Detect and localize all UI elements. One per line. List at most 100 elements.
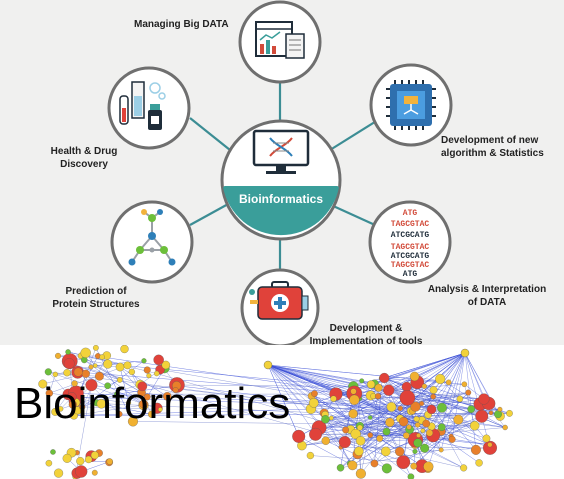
network-node — [467, 405, 476, 413]
network-node — [470, 421, 480, 431]
network-node — [153, 354, 164, 366]
network-node — [478, 393, 490, 405]
network-node — [413, 438, 423, 448]
network-node — [330, 395, 337, 402]
network-node — [355, 468, 366, 479]
network-node — [399, 390, 416, 406]
network-node — [309, 427, 322, 441]
node-tools — [240, 268, 320, 345]
network-node — [172, 387, 179, 393]
network-node — [366, 380, 376, 389]
network-node — [99, 354, 105, 360]
network-node — [104, 382, 111, 390]
label-line: Protein Structures — [52, 299, 140, 310]
label-line: Analysis & Interpretation — [427, 284, 547, 295]
network-node — [370, 459, 379, 468]
label-line: Discovery — [60, 159, 108, 170]
label-algorithm: Development of new algorithm & Statistic… — [441, 134, 561, 160]
network-node — [426, 404, 437, 415]
network-node — [342, 426, 350, 434]
network-node — [80, 347, 91, 358]
diagram-svg: Bioinformatics — [107, 0, 453, 345]
connector-analysis — [330, 203, 376, 227]
sequence-line: ATCGCATG — [391, 231, 430, 240]
network-node — [383, 384, 395, 396]
network-node — [381, 446, 391, 457]
network-node — [92, 345, 99, 351]
network-node — [311, 390, 318, 397]
network-node — [461, 381, 468, 388]
network-node — [412, 448, 418, 454]
network-node — [386, 402, 397, 412]
network-node — [445, 379, 452, 386]
network-node — [54, 468, 64, 478]
label-line: Prediction of — [65, 286, 127, 297]
network-node — [488, 410, 494, 416]
label-line: Development & — [329, 323, 403, 334]
network-node — [321, 436, 330, 445]
network-node — [79, 403, 86, 410]
label-big-data: Managing Big DATA — [134, 18, 254, 31]
label-line: of DATA — [467, 297, 507, 308]
sequence-line: TAGCGTAC — [391, 261, 430, 270]
sequence-line: TAGCGTAC — [391, 243, 430, 252]
network-node — [420, 428, 426, 434]
network-node — [103, 359, 113, 369]
network-node — [403, 432, 410, 439]
network-node — [347, 460, 358, 471]
network-node — [153, 370, 160, 377]
connector-algorithm — [329, 119, 379, 151]
medical-kit-icon — [249, 281, 309, 320]
network-node — [367, 432, 374, 438]
sequence-line: TAGCGTAC — [391, 220, 430, 229]
network-node — [45, 459, 53, 467]
network-node — [410, 401, 421, 412]
sequence-line: ATCGCATG — [391, 252, 430, 261]
network-node — [52, 371, 58, 378]
network-node — [146, 373, 152, 379]
network-node — [475, 409, 489, 423]
network-graph — [38, 345, 513, 479]
network-node — [421, 383, 427, 389]
network-node — [456, 395, 464, 403]
network-node — [306, 451, 315, 460]
network-node — [292, 429, 306, 443]
node-algorithm — [369, 63, 453, 147]
network-node — [497, 406, 503, 412]
label-tools: Development & Implementation of tools — [304, 322, 428, 348]
network-node — [50, 449, 56, 455]
network-node — [437, 423, 446, 431]
network-node — [355, 436, 366, 446]
network-node — [96, 399, 107, 409]
network-node — [395, 446, 405, 457]
network-node — [116, 377, 123, 383]
network-node — [350, 428, 361, 440]
network-node — [460, 464, 468, 472]
network-node — [76, 457, 85, 466]
network-node — [430, 393, 436, 400]
label-line: algorithm & Statistics — [441, 148, 544, 159]
node-big-data — [238, 0, 322, 84]
lab-flask-icon — [119, 81, 166, 130]
network-banner — [0, 345, 564, 479]
network-node — [93, 363, 98, 368]
network-node — [423, 461, 434, 472]
network-node — [482, 440, 497, 455]
network-node — [139, 399, 148, 409]
network-node — [321, 415, 330, 424]
label-analysis: Analysis & Interpretation of DATA — [424, 283, 550, 309]
sequence-line: ATG — [403, 209, 418, 218]
network-node — [368, 415, 373, 420]
network-node — [506, 410, 513, 417]
network-node — [397, 405, 403, 411]
network-node — [91, 469, 98, 476]
network-node — [75, 465, 88, 478]
network-node — [68, 400, 77, 409]
network-node — [84, 455, 93, 464]
network-node — [65, 349, 71, 355]
network-node — [374, 393, 382, 400]
network-node — [95, 371, 104, 381]
network-node — [376, 434, 384, 442]
network-node — [90, 451, 99, 460]
network-node — [359, 378, 365, 384]
